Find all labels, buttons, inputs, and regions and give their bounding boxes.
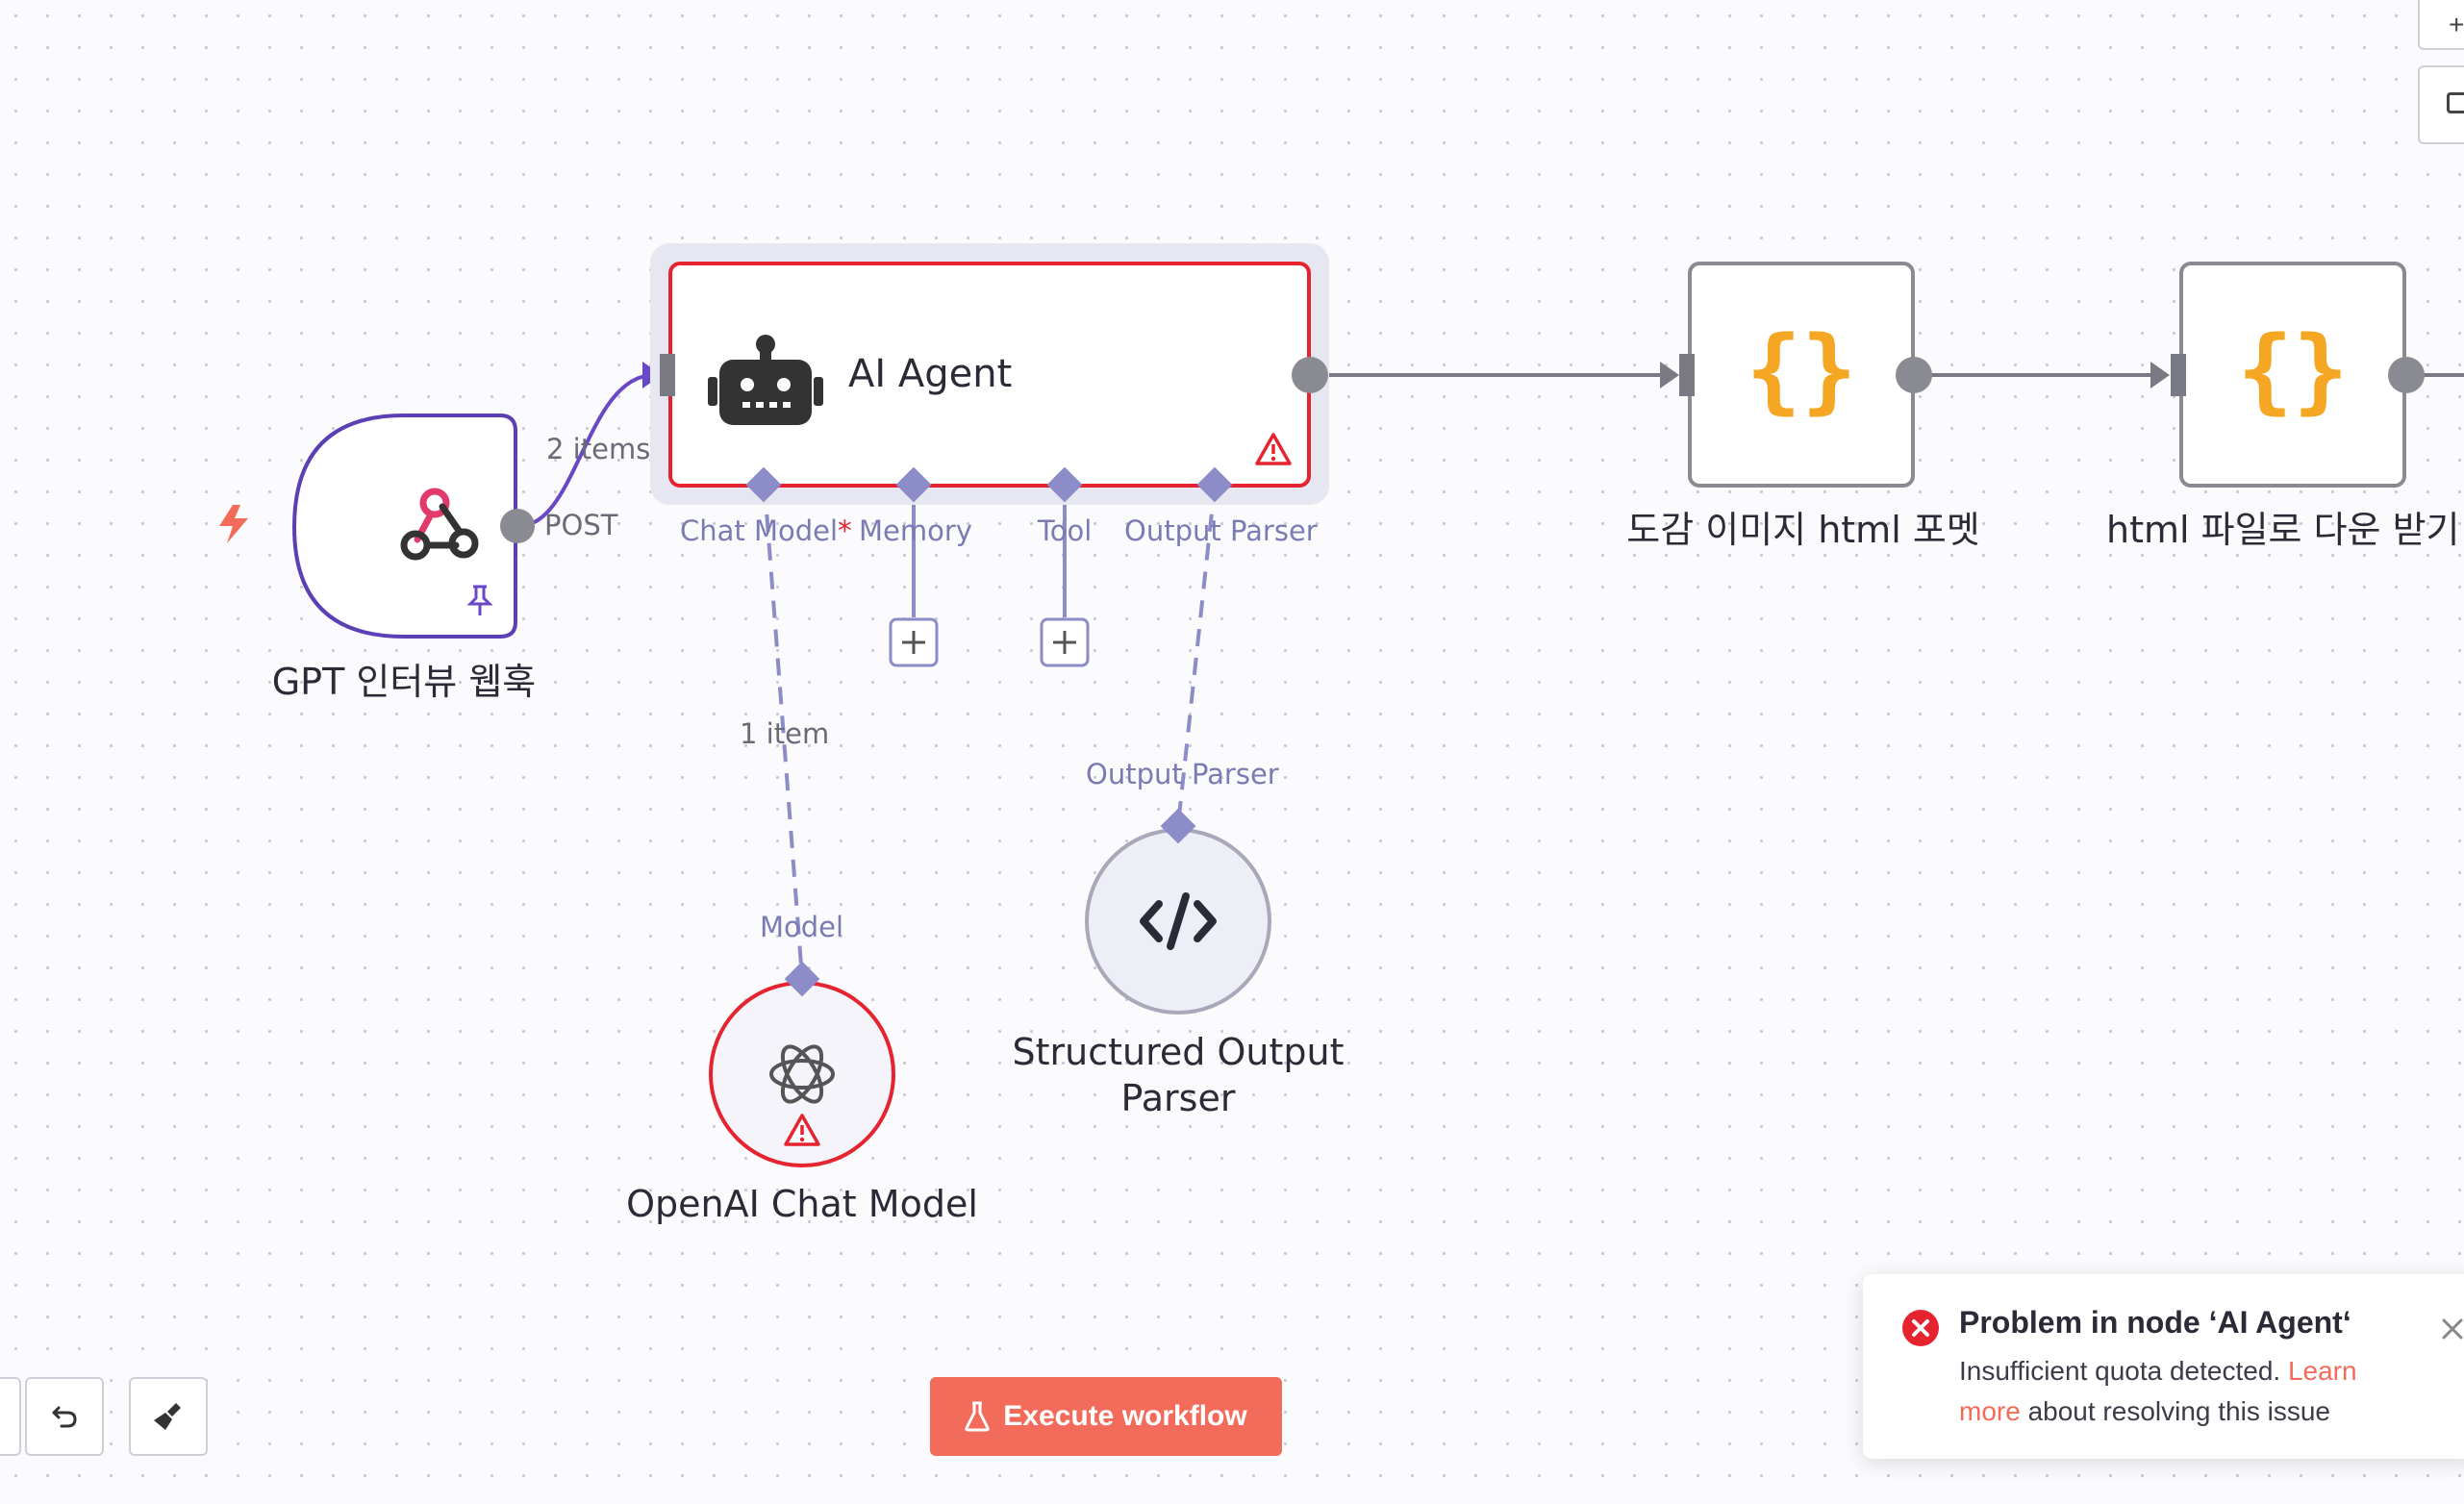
- execute-workflow-button[interactable]: Execute workflow: [930, 1377, 1282, 1456]
- openai-input-label: Model: [760, 911, 844, 943]
- tool-connector[interactable]: [1046, 466, 1083, 503]
- undo-button[interactable]: [25, 1377, 104, 1456]
- webhook-node[interactable]: [291, 414, 517, 639]
- code-icon: [1140, 892, 1217, 950]
- braces-icon: {}: [1746, 316, 1857, 424]
- openai-node-label: OpenAI Chat Model: [626, 1183, 978, 1225]
- zoom-in-button[interactable]: +: [2418, 0, 2464, 50]
- output-parser-connector[interactable]: [1196, 466, 1233, 503]
- code1-node-label: 도감 이미지 html 포멧: [1626, 509, 1980, 551]
- robot-icon: [708, 335, 823, 425]
- error-icon: [1902, 1310, 1939, 1346]
- edge-model-to-agent[interactable]: [763, 485, 804, 979]
- undo-icon: [52, 1406, 77, 1428]
- webhook-node-label: GPT 인터뷰 웹훅: [271, 661, 537, 703]
- toast-message-text: Insufficient quota detected.: [1959, 1356, 2281, 1386]
- webhook-output-handle[interactable]: [500, 509, 535, 543]
- clear-execution-button[interactable]: [129, 1377, 208, 1456]
- code2-node-label: html 파일로 다운 받기: [2106, 509, 2460, 551]
- toast-message-tail: about resolving this issue: [2027, 1396, 2330, 1426]
- toast-title: Problem in node ‘AI Agent‘: [1959, 1305, 2351, 1340]
- error-toast: Problem in node ‘AI Agent‘ Insufficient …: [1863, 1274, 2464, 1459]
- code2-output-handle[interactable]: [2388, 357, 2425, 393]
- connector-label-chat-model: Chat Model*: [680, 514, 852, 547]
- memory-connector[interactable]: [895, 466, 932, 503]
- fit-view-button[interactable]: [2418, 65, 2464, 144]
- parser-node-label-line2: Parser: [1120, 1077, 1236, 1119]
- openai-warning-icon: [784, 1114, 820, 1146]
- parser-input-connector[interactable]: [1160, 808, 1196, 844]
- edge-items-label: 2 items: [546, 433, 651, 465]
- connector-label-tool: Tool: [1038, 514, 1093, 547]
- parser-node-label-line1: Structured Output: [1012, 1031, 1345, 1073]
- toast-message: Insufficient quota detected. Learn more …: [1959, 1351, 2421, 1432]
- add-tool-button[interactable]: [1040, 617, 1090, 667]
- code1-output-handle[interactable]: [1896, 357, 1932, 393]
- openai-model-connector[interactable]: [784, 961, 820, 997]
- edge-webhook-to-agent[interactable]: [518, 373, 655, 528]
- close-icon[interactable]: [2440, 1316, 2464, 1341]
- broom-icon: [154, 1403, 181, 1430]
- edge-arrow-code1: [1660, 362, 1679, 389]
- pin-icon: [466, 585, 493, 615]
- fit-view-icon: [2447, 92, 2464, 113]
- code2-input-handle[interactable]: [2171, 354, 2186, 396]
- agent-warning-icon: [1255, 433, 1292, 465]
- required-marker: *: [838, 514, 852, 547]
- agent-input-handle[interactable]: [660, 354, 675, 396]
- code1-input-handle[interactable]: [1679, 354, 1695, 396]
- chat-model-connector[interactable]: [745, 466, 782, 503]
- execute-workflow-label: Execute workflow: [1003, 1400, 1247, 1432]
- zoom-out-button[interactable]: [0, 1377, 21, 1456]
- webhook-icon: [400, 488, 479, 561]
- connector-label-memory: Memory: [859, 514, 972, 547]
- add-memory-button[interactable]: [889, 617, 939, 667]
- plus-icon: +: [2449, 10, 2464, 39]
- agent-node-label: AI Agent: [848, 352, 1013, 396]
- trigger-bolt-icon: [219, 505, 248, 543]
- parser-input-label: Output Parser: [1086, 758, 1279, 790]
- learn-more-link[interactable]: Learn more: [1959, 1356, 2357, 1426]
- connector-label-chat-model-text: Chat Model: [680, 514, 839, 547]
- webhook-output-label: POST: [544, 509, 618, 541]
- flask-icon: [965, 1401, 991, 1432]
- openai-icon: [769, 1044, 835, 1104]
- connector-label-output-parser: Output Parser: [1124, 514, 1318, 547]
- edge-item-count-label: 1 item: [740, 717, 830, 750]
- braces-icon: {}: [2237, 316, 2349, 424]
- agent-output-handle[interactable]: [1292, 357, 1328, 393]
- edge-arrow-code2: [2150, 362, 2170, 389]
